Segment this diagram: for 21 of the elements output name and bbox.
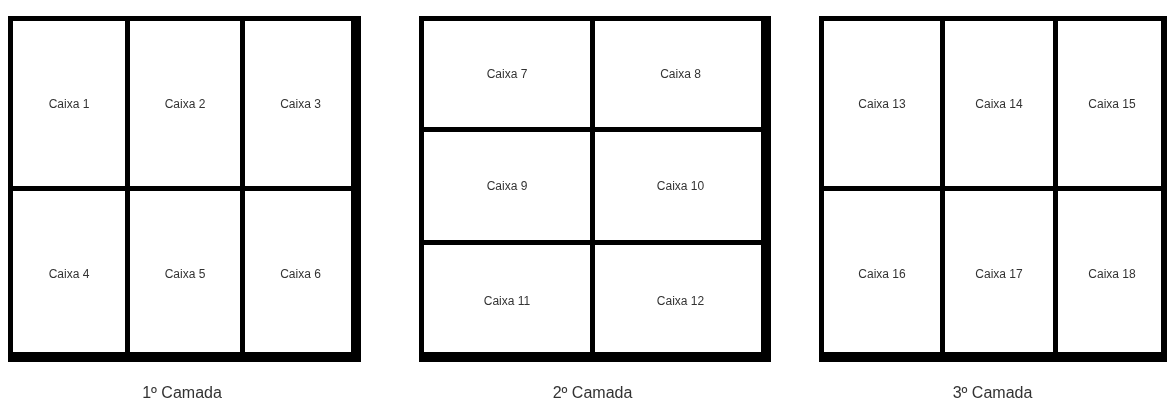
box-label: Caixa 12 [656,294,705,308]
box-label: Caixa 14 [975,96,1023,111]
box-label: Caixa 10 [656,179,705,193]
box-label: Caixa 3 [280,96,321,111]
box-label: Caixa 4 [48,267,90,281]
box-label: Caixa 1 [48,96,90,111]
box-label: Caixa 15 [1088,96,1136,111]
box-label: Caixa 16 [858,267,906,281]
box-label: Caixa 2 [164,96,206,111]
box-label: Caixa 11 [483,294,531,308]
box-label: Caixa 6 [280,267,321,281]
box-label: Caixa 9 [486,179,528,193]
box-label: Caixa 7 [486,67,528,81]
box-label: Caixa 13 [858,96,906,111]
box-label: Caixa 18 [1088,267,1136,281]
box-label: Caixa 17 [975,267,1023,281]
layer-caption: 2º Camada [552,384,633,402]
box-label: Caixa 8 [660,67,701,81]
layer-caption: 3º Camada [952,384,1033,402]
box-label: Caixa 5 [164,267,206,281]
layer-caption: 1º Camada [142,384,222,402]
